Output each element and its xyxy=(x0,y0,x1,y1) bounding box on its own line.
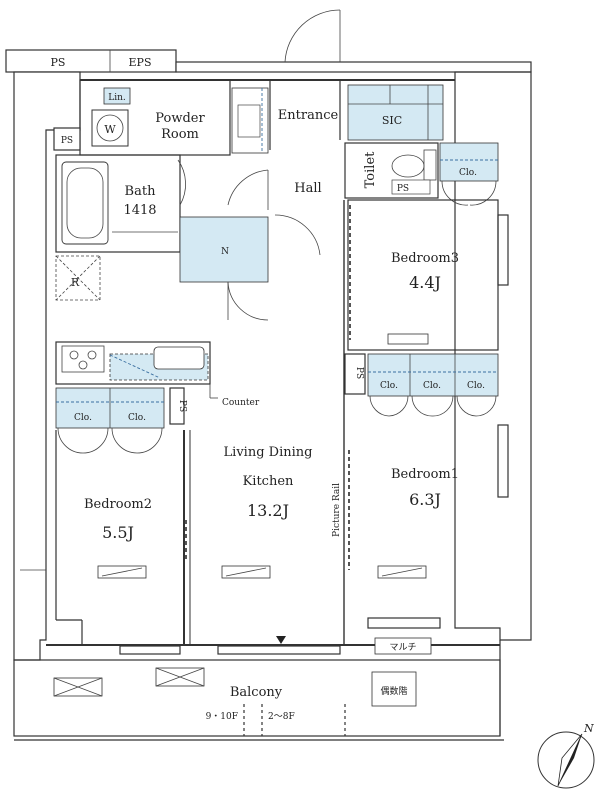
ps-top-label: PS xyxy=(51,56,66,69)
floors-a-label: 9・10F xyxy=(206,712,238,722)
clo-b1-2-label: Clo. xyxy=(423,381,441,391)
clo-b1-1-label: Clo. xyxy=(380,381,398,391)
bedroom2-size: 5.5J xyxy=(102,523,134,542)
even-floors-label: 偶数階 xyxy=(380,685,407,697)
clo-b1-3-label: Clo. xyxy=(467,381,485,391)
ldk-label-1: Living Dining xyxy=(224,445,313,460)
bedroom3: Bedroom3 4.4J xyxy=(347,199,499,351)
washer-label: W xyxy=(104,123,116,136)
storage-n: N xyxy=(179,216,269,321)
bedroom3-label: Bedroom3 xyxy=(391,251,459,266)
floors-b-label: 2～8F xyxy=(268,712,295,722)
hall-label: Hall xyxy=(294,181,321,196)
entrance: Entrance SIC xyxy=(269,9,444,150)
powder-room: Lin. W Powder Room xyxy=(79,79,269,156)
ldk-size: 13.2J xyxy=(247,501,289,520)
lin-label: Lin. xyxy=(108,93,126,103)
multi-label: マルチ xyxy=(389,642,416,653)
clo-b2-1-label: Clo. xyxy=(74,413,92,423)
ldk-label-2: Kitchen xyxy=(243,474,294,489)
toilet: Toilet PS Clo. xyxy=(344,142,499,206)
ps-left-label: PS xyxy=(61,136,73,146)
powder-label-1: Powder xyxy=(155,111,205,126)
ps-mid-label: PS xyxy=(177,400,187,412)
entrance-label: Entrance xyxy=(278,108,339,123)
ldk: Living Dining Kitchen 13.2J xyxy=(221,445,313,644)
bedroom2: Bedroom2 5.5J xyxy=(55,430,152,645)
bathroom: Bath 1418 xyxy=(55,154,186,253)
toilet-label: Toilet xyxy=(363,151,378,188)
fridge-space: R xyxy=(55,255,101,301)
clo-toilet-label: Clo. xyxy=(459,168,477,178)
sic-label: SIC xyxy=(382,114,402,127)
bedroom3-size: 4.4J xyxy=(409,273,441,292)
storage-n-label: N xyxy=(221,247,229,257)
ps-bed1-label: PS xyxy=(354,367,364,379)
bath-label: Bath xyxy=(125,184,157,199)
north-label: N xyxy=(583,722,594,735)
balcony: Balcony 9・10F 2～8F マルチ 偶数階 xyxy=(13,637,504,741)
picture-rail-label: Picture Rail xyxy=(332,483,342,537)
clo-b2-2-label: Clo. xyxy=(128,413,146,423)
bedroom1-size: 6.3J xyxy=(409,490,441,509)
kitchen-counter xyxy=(55,341,211,385)
ps-toilet-label: PS xyxy=(397,184,409,194)
compass: N xyxy=(537,722,595,789)
fridge-label: R xyxy=(71,276,80,289)
bedroom2-closets: Clo. Clo. xyxy=(55,387,165,454)
bedroom1: Bedroom1 6.3J xyxy=(377,467,459,579)
balcony-label: Balcony xyxy=(230,685,283,700)
powder-label-2: Room xyxy=(161,127,199,142)
bedroom1-closets: PS Clo. Clo. Clo. xyxy=(344,353,499,417)
interior-walls: Picture Rail xyxy=(183,200,350,645)
bedroom2-label: Bedroom2 xyxy=(84,497,152,512)
eps-label: EPS xyxy=(129,56,152,69)
counter-label: Counter xyxy=(222,398,260,408)
top-shaft-strip xyxy=(5,49,532,73)
bedroom1-label: Bedroom1 xyxy=(391,467,459,482)
bath-size-label: 1418 xyxy=(123,203,156,218)
